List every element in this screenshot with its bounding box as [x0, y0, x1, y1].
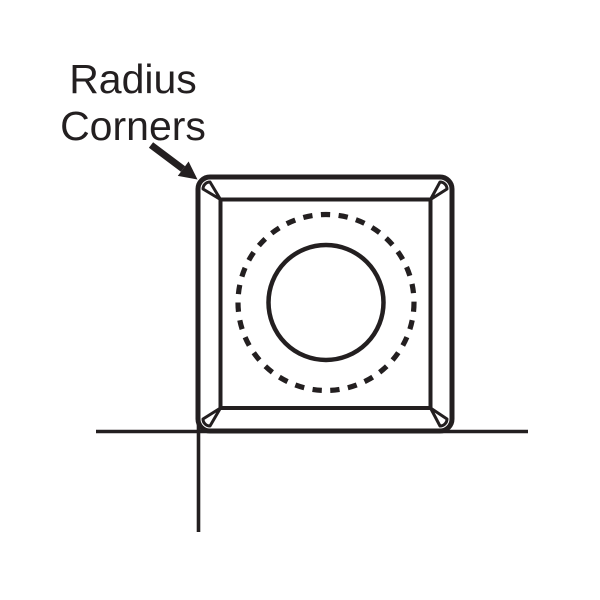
face-bevel-square [218, 197, 433, 410]
center-hole-circle [266, 242, 386, 363]
radius-corners-label-line1: Radius [69, 56, 197, 102]
outer-square-rounded [195, 174, 455, 434]
leader-arrow-head-icon [177, 161, 198, 180]
corner-radius-facets [201, 180, 449, 428]
corner-facet-top-right [429, 180, 449, 201]
corner-facet-top-left [201, 180, 222, 201]
leader-arrow [148, 142, 198, 180]
dashed-circle [235, 211, 417, 394]
leader-arrow-shaft [148, 142, 186, 172]
radius-corners-label-line2: Corners [60, 103, 206, 149]
corner-facet-bottom-left [201, 406, 222, 428]
radius-corners-label: Radius Corners [43, 56, 223, 150]
corner-facet-bottom-right [429, 406, 449, 428]
